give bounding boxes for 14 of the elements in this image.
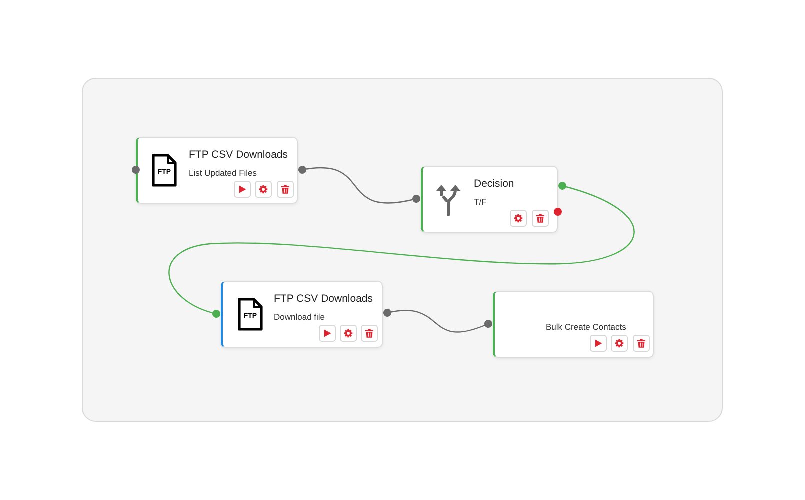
step-subtitle: Bulk Create Contacts	[546, 322, 626, 332]
connector-line	[384, 309, 492, 333]
step-title: Decision	[474, 178, 514, 191]
step-card	[421, 166, 558, 233]
step-title: FTP CSV Downloads	[189, 149, 288, 162]
step-subtitle: Download file	[274, 312, 326, 322]
connector-line	[168, 182, 634, 318]
step-card	[221, 281, 383, 348]
step-title: FTP CSV Downloads	[274, 293, 374, 306]
step-subtitle: List Updated Files	[189, 168, 258, 178]
step-card	[493, 291, 654, 358]
step-subtitle: T/F	[474, 197, 487, 207]
step-card	[136, 137, 298, 204]
connector-line	[298, 166, 420, 204]
